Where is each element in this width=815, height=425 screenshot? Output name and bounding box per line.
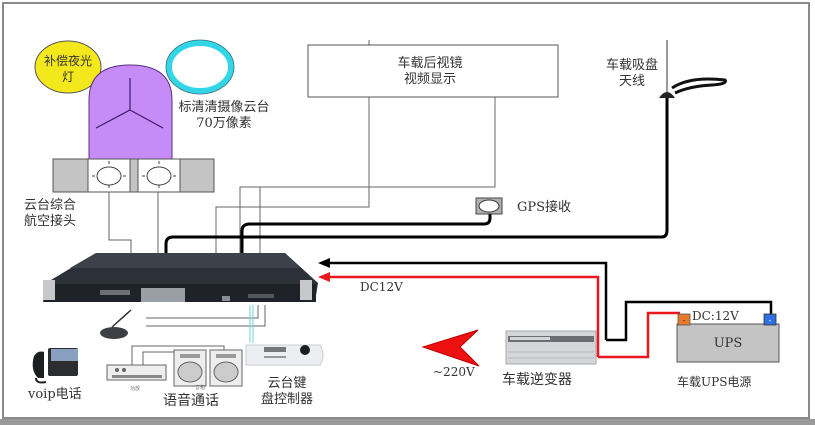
night-light-label-line1: 补偿夜光 <box>43 54 92 68</box>
speaker-label: 音箱 <box>195 385 206 391</box>
aviation-connector-base <box>52 158 215 193</box>
ptz-keyboard-label: 云台键 盘控制器 <box>255 376 319 408</box>
antenna-label-line1: 车载吸盘 <box>605 58 658 73</box>
dvr-screen <box>141 288 185 302</box>
keyboard-cable <box>249 305 254 343</box>
aviation-connector-label-line1: 云台综合 <box>23 198 76 213</box>
voice-intercom-label: 语音通话 <box>163 393 219 409</box>
antenna-label-line2: 天线 <box>618 74 645 89</box>
antenna-label: 车载吸盘 天线 <box>600 58 664 90</box>
inverter-icon <box>505 330 597 365</box>
ups-caption: 车载UPS电源 <box>677 375 752 389</box>
rearview-display-label-line2: 视频显示 <box>403 72 456 87</box>
voip-phone-icon <box>32 348 78 384</box>
positive-arrow-head <box>318 272 330 282</box>
dc-negative-wire <box>325 261 773 342</box>
dvr-rack-ear-left <box>43 280 55 300</box>
amplifier-label: 功放 <box>130 386 141 392</box>
rearview-display-box <box>307 44 559 98</box>
aviation-connector-label-line2: 航空接头 <box>23 214 76 229</box>
rearview-display-label: 车载后视镜 视频显示 <box>380 56 480 88</box>
ptz-camera-label-line1: 标清清摄像云台 <box>178 100 270 115</box>
dc12v-label: DC12V <box>360 280 403 294</box>
frame-shadow <box>0 419 815 425</box>
ups-terminal-label: DC:12V <box>692 309 739 323</box>
ptz-camera-dome <box>88 64 173 161</box>
camera-lens-lines <box>95 78 164 129</box>
night-light-icon <box>34 40 102 94</box>
dvr-logo <box>100 290 130 295</box>
antenna-icon <box>659 40 727 98</box>
night-light-label-line2: 灯 <box>61 70 74 84</box>
dc-positive-wire <box>325 275 680 359</box>
ring-outline <box>165 39 235 95</box>
ac-output-arrow <box>421 329 480 367</box>
negative-arrow-head <box>318 258 330 268</box>
minus-sign: - <box>769 316 772 325</box>
ptz-camera-label: 标清清摄像云台 70万像素 <box>172 100 276 132</box>
gps-label: GPS接收 <box>517 200 572 215</box>
microphone-icon <box>100 309 132 339</box>
aviation-connector-label: 云台综合 航空接头 <box>18 198 82 230</box>
socket-pins <box>92 161 176 188</box>
ring-icon <box>166 40 234 94</box>
ptz-camera-label-line2: 70万像素 <box>196 116 252 131</box>
night-light-label: 补偿夜光 灯 <box>36 53 100 85</box>
ptz-keyboard-icon <box>245 344 324 366</box>
gps-receiver-dish <box>478 199 500 213</box>
dvr-unit <box>43 253 318 302</box>
plus-sign: - <box>683 316 686 325</box>
voice-intercom-devices <box>106 349 243 387</box>
ups-positive-terminal <box>677 313 691 326</box>
inverter-label: 车载逆变器 <box>502 372 572 388</box>
ups-battery-body <box>676 323 780 363</box>
voip-phone-label: voip电话 <box>28 387 82 402</box>
ups-negative-terminal <box>763 313 777 326</box>
diagram-frame <box>2 2 810 419</box>
ac220v-label: ~220V <box>433 365 475 379</box>
dvr-rack-ear-right <box>300 280 312 300</box>
thick-cables <box>164 96 669 253</box>
ptz-keyboard-label-line1: 云台键 <box>267 376 307 391</box>
ups-box-label: UPS <box>713 336 743 351</box>
ptz-keyboard-label-line2: 盘控制器 <box>260 392 313 407</box>
rearview-display-label-line1: 车载后视镜 <box>397 56 463 71</box>
